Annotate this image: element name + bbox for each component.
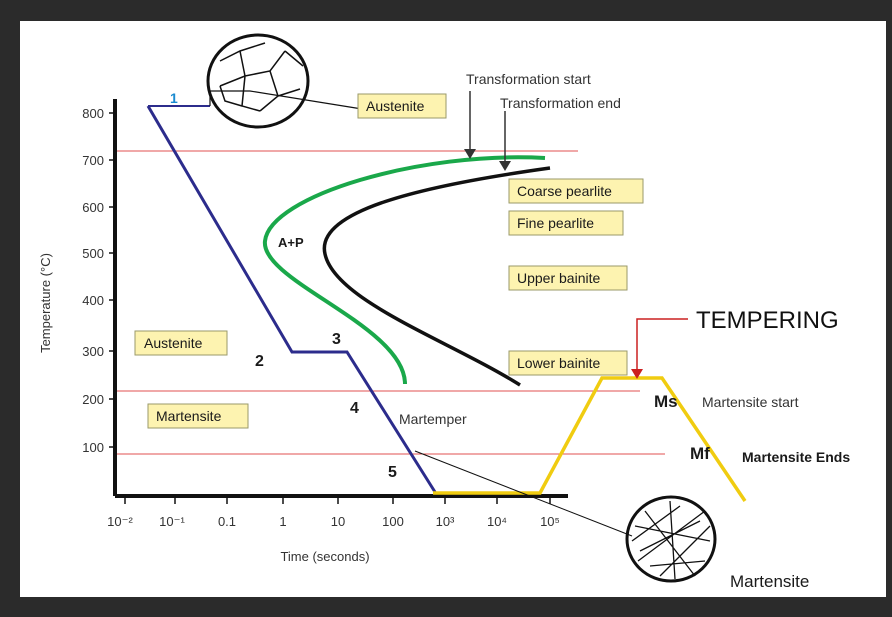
x-tick-label: 0.1 xyxy=(218,514,236,529)
martemper-label: Martemper xyxy=(399,411,467,427)
martensite-start-label: Martensite start xyxy=(702,394,799,410)
martensite-microstructure xyxy=(625,495,717,583)
y-tick-label: 800 xyxy=(82,106,104,121)
martensite-ends-label: Martensite Ends xyxy=(742,449,850,465)
transformation-end-curve xyxy=(322,166,551,387)
tempering-arrow xyxy=(636,318,688,371)
y-tick-labels: 800 700 600 500 400 300 200 100 xyxy=(82,106,104,455)
transformation-end-label: Transformation end xyxy=(500,95,621,111)
ttt-diagram: 800 700 600 500 400 300 200 100 10⁻² 10⁻… xyxy=(38,33,850,591)
label-austenite-left: Austenite xyxy=(134,330,228,356)
svg-text:Coarse pearlite: Coarse pearlite xyxy=(517,183,612,199)
svg-text:Austenite: Austenite xyxy=(366,98,425,114)
x-axis-title: Time (seconds) xyxy=(280,549,369,564)
x-tick-label: 100 xyxy=(382,514,404,529)
x-tick-label: 10⁵ xyxy=(540,514,560,529)
label-lower-bainite: Lower bainite xyxy=(508,350,628,376)
x-ticks xyxy=(124,496,551,504)
y-tick-label: 300 xyxy=(82,344,104,359)
label-martensite-left: Martensite xyxy=(147,403,249,429)
martensite-leader xyxy=(414,450,633,537)
ms-label: Ms xyxy=(654,392,678,411)
svg-text:Lower bainite: Lower bainite xyxy=(517,355,600,371)
tempering-path xyxy=(433,376,747,502)
y-tick-label: 200 xyxy=(82,392,104,407)
diagram-canvas: 800 700 600 500 400 300 200 100 10⁻² 10⁻… xyxy=(20,21,886,597)
step-number-2: 2 xyxy=(255,353,264,370)
mf-label: Mf xyxy=(690,444,710,463)
x-tick-label: 10⁻² xyxy=(107,514,133,529)
svg-text:Austenite: Austenite xyxy=(144,335,203,351)
tempering-label: TEMPERING xyxy=(696,307,839,334)
svg-text:Upper bainite: Upper bainite xyxy=(517,270,600,286)
x-tick-label: 10 xyxy=(331,514,345,529)
x-tick-labels: 10⁻² 10⁻¹ 0.1 1 10 100 10³ 10⁴ 10⁵ xyxy=(107,514,560,529)
step-number-1: 1 xyxy=(170,90,178,106)
svg-text:Fine pearlite: Fine pearlite xyxy=(517,215,594,231)
transformation-end-arrowhead xyxy=(499,161,511,171)
y-tick-label: 600 xyxy=(82,200,104,215)
svg-text:Martensite: Martensite xyxy=(156,408,222,424)
y-tick-label: 100 xyxy=(82,440,104,455)
cooling-path xyxy=(146,105,437,493)
y-tick-label: 400 xyxy=(82,293,104,308)
austenite-leader xyxy=(209,90,363,110)
transformation-start-curve xyxy=(262,155,546,385)
y-axis-title: Temperature (°C) xyxy=(38,253,53,353)
label-upper-bainite: Upper bainite xyxy=(508,265,628,291)
y-tick-label: 500 xyxy=(82,246,104,261)
x-tick-label: 10³ xyxy=(436,514,455,529)
x-tick-label: 1 xyxy=(279,514,286,529)
step-number-4: 4 xyxy=(350,400,359,417)
step-number-5: 5 xyxy=(388,464,397,481)
martensite-bottom-label: Martensite xyxy=(730,572,809,591)
x-tick-label: 10⁻¹ xyxy=(159,514,185,529)
label-fine-pearlite: Fine pearlite xyxy=(508,210,624,236)
step-number-3: 3 xyxy=(332,331,341,348)
a-plus-p-label: A+P xyxy=(278,235,304,250)
transformation-start-label: Transformation start xyxy=(466,71,591,87)
label-coarse-pearlite: Coarse pearlite xyxy=(508,178,644,204)
transformation-start-arrowhead xyxy=(464,149,476,159)
x-tick-label: 10⁴ xyxy=(487,514,507,529)
tempering-arrowhead xyxy=(631,369,643,379)
y-tick-label: 700 xyxy=(82,153,104,168)
y-ticks xyxy=(109,112,115,448)
austenite-microstructure xyxy=(206,33,310,129)
label-austenite-top: Austenite xyxy=(357,93,447,119)
